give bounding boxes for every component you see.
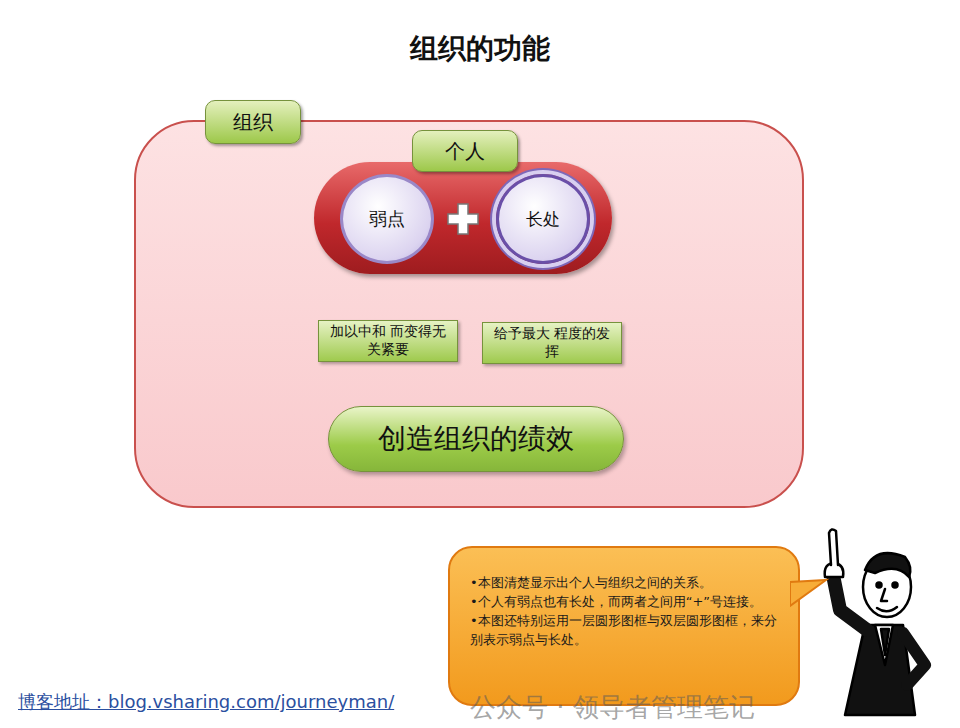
node-text: •本图清楚显示出个人与组织之间的关系。 bbox=[470, 574, 780, 593]
node-text: 加以中和 而变得无关紧要 bbox=[325, 323, 451, 359]
watermark: 公众号 · 领导者管理笔记 bbox=[470, 690, 755, 725]
node-text: •本图还特别运用一层圆形图框与双层圆形图框，来分别表示弱点与长处。 bbox=[470, 612, 780, 650]
heading-tab: 组织 bbox=[205, 100, 301, 144]
person-band: 个人弱点长处 bbox=[314, 162, 612, 274]
heading-tab: 个人 bbox=[412, 130, 518, 172]
node-text: 创造组织的绩效 bbox=[378, 420, 574, 458]
speech-callout: •本图清楚显示出个人与组织之间的关系。•个人有弱点也有长处，而两者之间用“+”号… bbox=[448, 546, 800, 706]
diagram-title: 组织的功能 bbox=[0, 30, 960, 68]
process-box: 加以中和 而变得无关紧要 bbox=[318, 320, 458, 362]
node-text: 弱点 bbox=[369, 207, 405, 231]
blog-url: 博客地址：blog.vsharing.com/journeyman/ bbox=[18, 690, 394, 714]
plus-symbol bbox=[446, 202, 480, 236]
strength-circle: 长处 bbox=[496, 174, 590, 264]
result-pill: 创造组织的绩效 bbox=[328, 406, 624, 472]
weakness-circle: 弱点 bbox=[340, 174, 434, 264]
node-text: •个人有弱点也有长处，而两者之间用“+”号连接。 bbox=[470, 593, 780, 612]
node-text: 长处 bbox=[526, 208, 560, 231]
callout-tail bbox=[790, 578, 830, 618]
pointing-man-illustration bbox=[805, 515, 955, 725]
organization-region: 组织个人弱点长处加以中和 而变得无关紧要给予最大 程度的发挥创造组织的绩效 bbox=[134, 120, 804, 508]
process-box: 给予最大 程度的发挥 bbox=[482, 322, 622, 364]
node-text: 给予最大 程度的发挥 bbox=[489, 325, 615, 361]
